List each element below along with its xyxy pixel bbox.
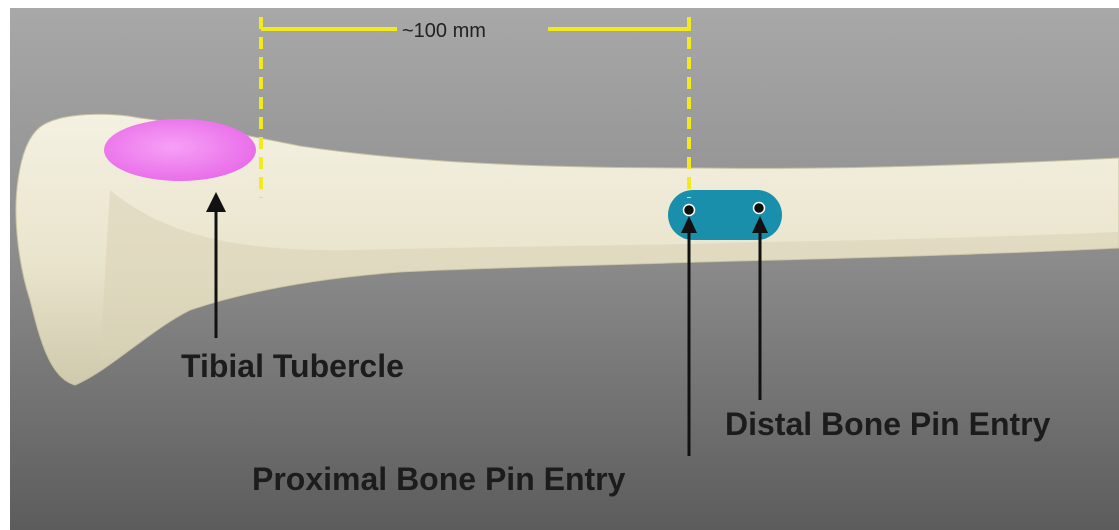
measurement-label: ~100 mm (402, 20, 486, 42)
distal-pin-hole (754, 203, 765, 214)
proximal-pin-label: Proximal Bone Pin Entry (252, 461, 625, 497)
tibial-tubercle-label: Tibial Tubercle (181, 348, 404, 384)
distal-pin-label: Distal Bone Pin Entry (725, 406, 1050, 442)
proximal-pin-hole (684, 205, 695, 216)
tibial-tubercle-marker (104, 119, 256, 181)
